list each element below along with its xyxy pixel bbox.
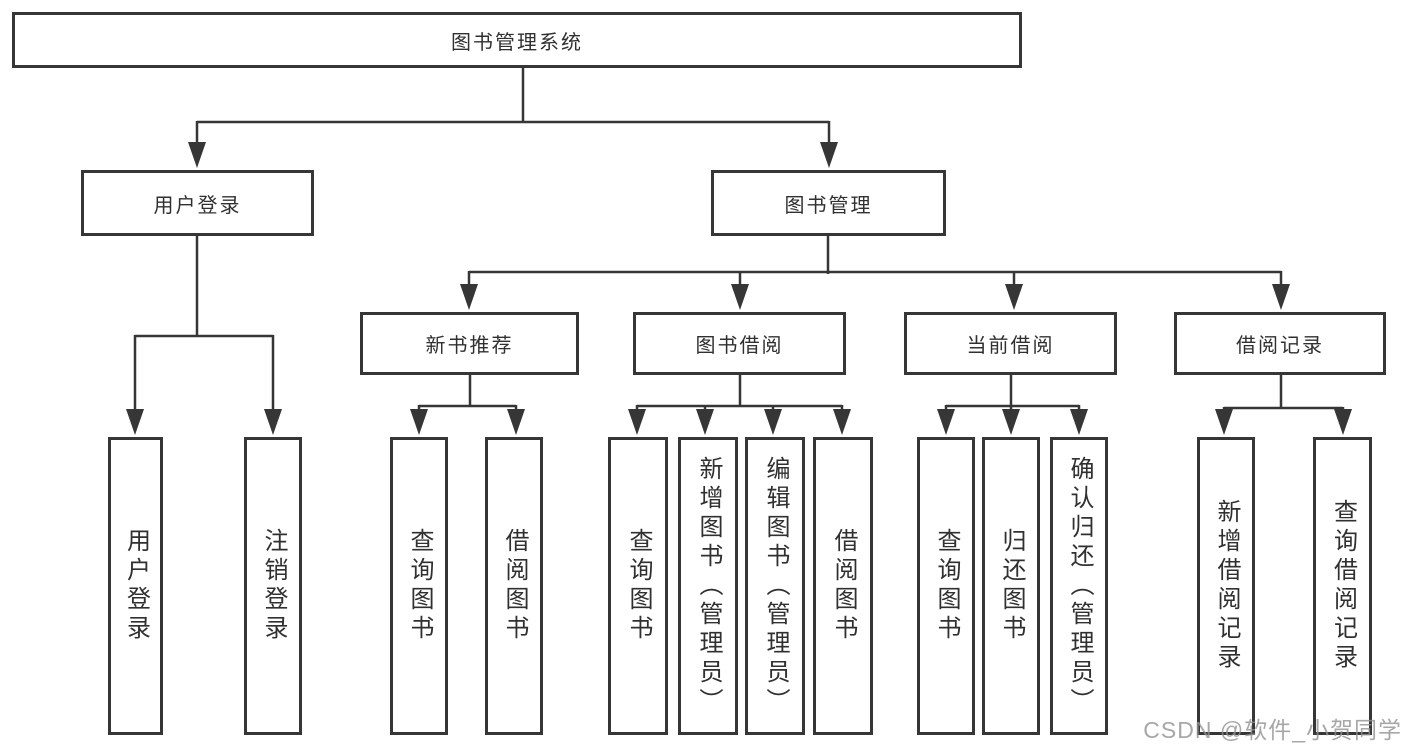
node-label: 查询借阅记录 [1329, 499, 1357, 673]
leaf-user-login: 用户登录 [108, 437, 163, 735]
leaf-add-borrow-record: 新增借阅记录 [1197, 437, 1255, 735]
leaf-edit-books-admin: 编辑图书（管理员） [745, 437, 805, 735]
node-label: 图书管理 [784, 194, 873, 217]
node-book-borrow: 图书借阅 [633, 312, 846, 375]
arrow-icon [126, 409, 144, 435]
arrow-icon [1215, 409, 1233, 435]
leaf-query-books-1: 查询图书 [390, 437, 448, 735]
leaf-query-borrow-record: 查询借阅记录 [1313, 437, 1372, 735]
arrow-icon [188, 142, 206, 168]
arrow-icon [264, 409, 282, 435]
node-label: 新增借阅记录 [1213, 499, 1240, 673]
node-label: 新书推荐 [425, 335, 514, 357]
node-new-book-recommend: 新书推荐 [360, 312, 579, 375]
node-current-borrow: 当前借阅 [904, 312, 1117, 375]
arrow-icon [460, 284, 478, 310]
node-label: 借阅记录 [1236, 335, 1324, 357]
node-user-login: 用户登录 [81, 170, 314, 236]
arrow-icon [764, 409, 782, 435]
node-label: 确认归还（管理员） [1066, 455, 1093, 717]
leaf-confirm-return-admin: 确认归还（管理员） [1050, 437, 1108, 735]
node-label: 查询图书 [625, 528, 652, 644]
node-label: 当前借阅 [966, 335, 1055, 357]
node-label: 注销登录 [260, 528, 287, 644]
arrow-icon [1002, 409, 1020, 435]
connector-paths [133, 68, 1345, 412]
arrow-icon [507, 409, 525, 435]
node-label: 归还图书 [998, 528, 1025, 644]
node-label: 图书借阅 [695, 335, 784, 357]
arrow-icon [820, 142, 838, 168]
arrow-icon [1070, 409, 1088, 435]
node-label: 图书管理系统 [451, 31, 583, 54]
leaf-borrow-books-2: 借阅图书 [813, 437, 873, 735]
node-label: 用户登录 [122, 528, 150, 644]
leaf-query-books-3: 查询图书 [917, 437, 975, 735]
leaf-add-books-admin: 新增图书（管理员） [678, 437, 738, 735]
arrowheads [126, 142, 1352, 435]
node-label: 查询图书 [406, 528, 433, 644]
node-label: 借阅图书 [830, 528, 857, 644]
leaf-borrow-books-1: 借阅图书 [485, 437, 543, 735]
leaf-logout: 注销登录 [244, 437, 302, 735]
watermark: CSDN @软件_小贺同学 [1143, 717, 1402, 743]
arrow-icon [1334, 409, 1352, 435]
node-label: 新增图书（管理员） [695, 455, 722, 717]
leaf-query-books-2: 查询图书 [608, 437, 668, 735]
arrow-icon [628, 409, 646, 435]
arrow-icon [696, 409, 714, 435]
node-library-system: 图书管理系统 [12, 12, 1022, 68]
arrow-icon [410, 409, 428, 435]
arrow-icon [833, 409, 851, 435]
node-book-management: 图书管理 [711, 170, 946, 236]
node-label: 用户登录 [153, 194, 242, 217]
node-label: 借阅图书 [501, 528, 528, 644]
arrow-icon [1272, 284, 1290, 310]
leaf-return-books: 归还图书 [982, 437, 1040, 735]
arrow-icon [937, 409, 955, 435]
node-borrow-records: 借阅记录 [1174, 312, 1386, 375]
node-label: 查询图书 [933, 528, 960, 644]
node-label: 编辑图书（管理员） [762, 455, 789, 717]
arrow-icon [1005, 284, 1023, 310]
arrow-icon [731, 284, 749, 310]
